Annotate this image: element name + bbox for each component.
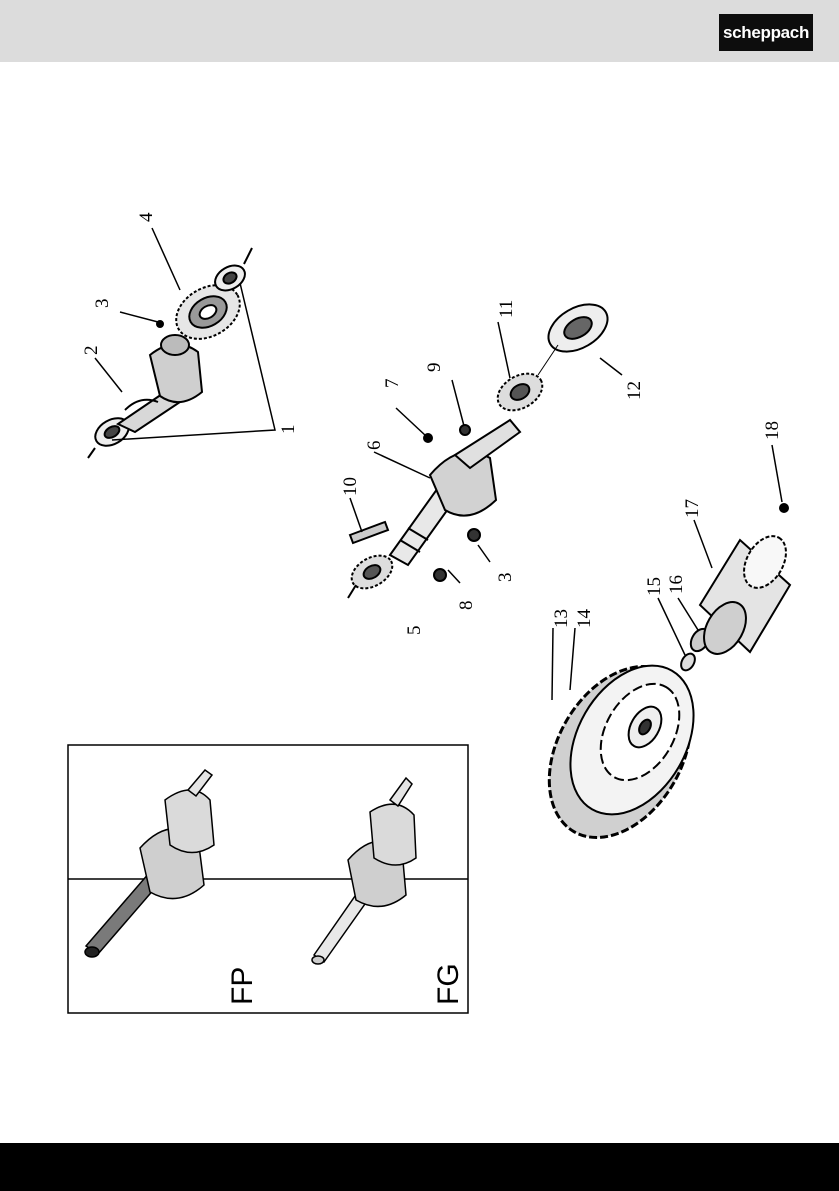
variant-label-fp: FP [226, 967, 259, 1005]
callout-15: 15 [644, 577, 665, 596]
callout-12: 12 [624, 381, 645, 400]
bearing-12 [540, 295, 615, 362]
callout-8: 8 [456, 601, 477, 611]
callout-14: 14 [574, 609, 595, 629]
callout-17: 17 [682, 499, 703, 518]
callout-18: 18 [762, 421, 783, 440]
callout-7: 7 [382, 379, 403, 389]
callout-5: 5 [404, 626, 425, 636]
crankshaft-a [118, 335, 202, 432]
pin-10 [350, 522, 388, 543]
footer-bar [0, 1143, 839, 1191]
callout-6: 6 [364, 441, 385, 451]
callout-11: 11 [496, 300, 517, 318]
exploded-parts-diagram: 1 2 3 4 3 5 6 7 8 9 10 11 12 13 14 15 16… [0, 62, 839, 1143]
callout-1: 1 [278, 425, 299, 435]
part-3b [468, 529, 480, 541]
crankshaft-b [390, 420, 520, 565]
callout-16: 16 [666, 575, 687, 594]
crankshaft-assembly-a [88, 228, 275, 458]
crankshaft-assembly-b [346, 295, 622, 598]
part-8 [434, 569, 446, 581]
flywheel-assembly [520, 445, 794, 863]
cup-17 [695, 529, 794, 661]
callout-13: 13 [551, 609, 572, 628]
screw-18 [780, 504, 788, 512]
bearing-right-a [211, 248, 252, 296]
washer-15 [678, 651, 697, 673]
callout-10: 10 [340, 477, 361, 496]
callout-3b: 3 [495, 573, 516, 583]
flywheel-13 [520, 641, 719, 862]
callout-numbers: 1 2 3 4 3 5 6 7 8 9 10 11 12 13 14 15 16… [81, 212, 783, 635]
callout-3: 3 [92, 299, 113, 309]
callout-9: 9 [424, 363, 445, 373]
gear-11 [491, 366, 549, 418]
callout-4: 4 [136, 212, 157, 222]
header-bar: scheppach [0, 0, 839, 62]
callout-2: 2 [81, 346, 102, 356]
part-9 [460, 425, 470, 435]
variant-inset: FP FG [68, 745, 468, 1013]
variant-label-fg: FG [432, 963, 465, 1005]
brand-logo: scheppach [719, 14, 813, 51]
